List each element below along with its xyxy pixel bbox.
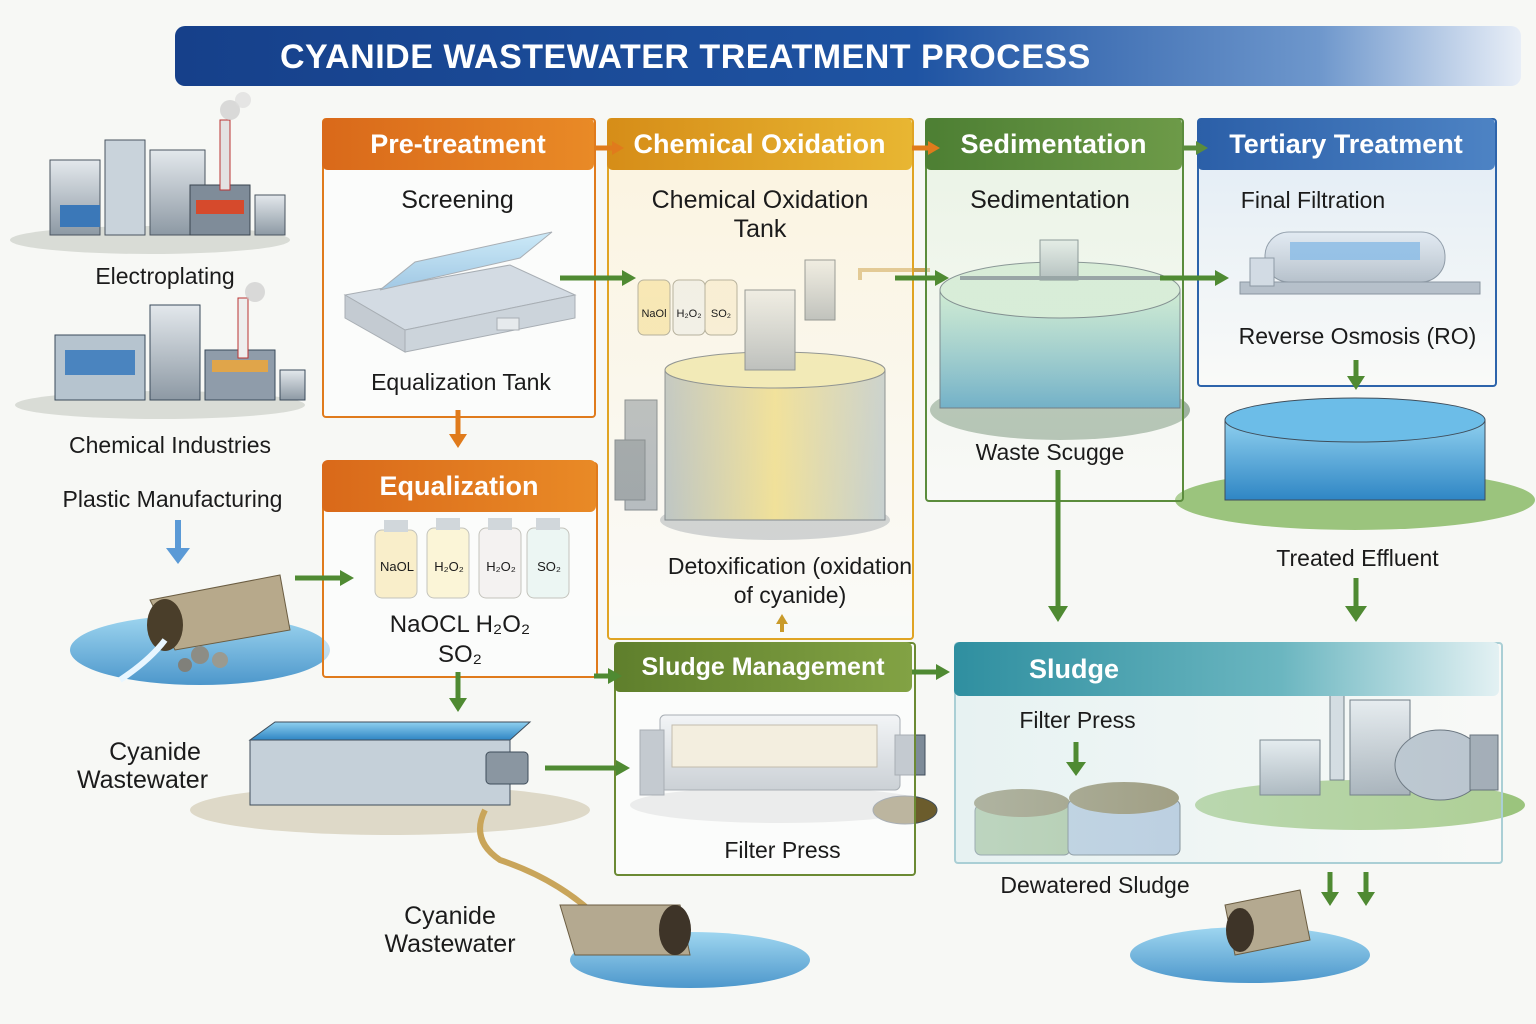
ox-bottle-label-3: SO₂ xyxy=(710,308,732,320)
oxidation-header: Chemical Oxidation xyxy=(607,118,912,170)
sludge-filter-press-label: Filter Press xyxy=(1019,707,1136,733)
arrow-head xyxy=(616,760,630,776)
arrow-head xyxy=(1196,141,1208,155)
wastewater-outlet-pipe-icon xyxy=(70,574,330,685)
treated-effluent-label: Treated Effluent xyxy=(1276,545,1439,571)
effluent-outlet-pipe-icon xyxy=(1130,889,1370,983)
title-bar xyxy=(175,26,1521,86)
reverse-osmosis-label: Reverse Osmosis (RO) xyxy=(1238,323,1477,349)
arrow-head xyxy=(1345,606,1367,622)
bottom-outlet-pipe-icon xyxy=(559,904,810,988)
sludge-header: Sludge xyxy=(954,642,1499,696)
source-plastic-manufacturing-label: Plastic Manufacturing xyxy=(62,486,283,512)
arrow-head xyxy=(1215,270,1229,286)
tertiary-header: Tertiary Treatment xyxy=(1197,118,1495,170)
arrow-head xyxy=(622,270,636,286)
pretreatment-header: Pre-treatment xyxy=(322,118,594,170)
arrow-head xyxy=(928,141,940,155)
arrow-head xyxy=(608,668,622,684)
equalization-chemicals-line1: NaOCL H₂O₂ xyxy=(389,611,531,638)
sedimentation-label: Sedimentation xyxy=(970,186,1130,214)
detoxification-label-line2: of cyanide) xyxy=(733,582,847,608)
cyanide-wastewater-bottom-line1: Cyanide xyxy=(404,902,496,930)
arrow-head xyxy=(166,548,190,564)
oxidation-tank-label-line1: Chemical Oxidation xyxy=(651,186,869,214)
arrow-head xyxy=(340,570,354,586)
arrow-head xyxy=(449,698,467,712)
arrow-head xyxy=(1048,606,1068,622)
dewatered-sludge-label: Dewatered Sludge xyxy=(1000,872,1190,898)
cyanide-wastewater-bottom-line2: Wastewater xyxy=(384,930,516,958)
eq-bottle-label-1: NaOL xyxy=(380,559,414,574)
oxidation-tank-label-line2: Tank xyxy=(733,215,787,243)
screening-label: Screening xyxy=(401,186,514,214)
arrow-head xyxy=(1347,376,1365,390)
arrow-head xyxy=(936,664,950,680)
sludge-management-header: Sludge Management xyxy=(614,642,912,692)
electroplating-factory-icon xyxy=(10,92,290,254)
detoxification-label-line1: Detoxification (oxidation xyxy=(667,553,913,579)
eq-bottle-label-3: H₂O₂ xyxy=(486,559,516,574)
arrow-head xyxy=(449,434,467,448)
eq-bottle-label-2: H₂O₂ xyxy=(434,559,464,574)
cyanide-wastewater-label-line1: Cyanide xyxy=(109,738,201,766)
source-chemical-industries-label: Chemical Industries xyxy=(69,432,271,458)
waste-sludge-label: Waste Scuɡge xyxy=(975,439,1125,465)
filter-press-label: Filter Press xyxy=(724,837,841,863)
final-filtration-label: Final Filtration xyxy=(1240,187,1386,213)
equalization-header: Equalization xyxy=(322,460,596,512)
equalization-chemicals-line2: SO₂ xyxy=(438,641,482,668)
chemical-industries-factory-icon xyxy=(15,282,306,419)
sedimentation-header: Sedimentation xyxy=(925,118,1182,170)
page-title: CYANIDE WASTEWATER TREATMENT PROCESS xyxy=(280,38,1091,76)
arrow-head xyxy=(1321,892,1339,906)
arrow-head xyxy=(935,270,949,286)
arrow-head xyxy=(1066,762,1086,776)
oxidation-section xyxy=(607,118,914,640)
equalization-tank-label: Equalization Tank xyxy=(371,369,551,395)
cyanide-wastewater-label-line2: Wastewater xyxy=(76,766,209,794)
wastewater-basin-icon xyxy=(190,721,603,923)
ox-bottle-label-2: H₂O₂ xyxy=(676,308,702,320)
treated-effluent-pool-icon xyxy=(1175,397,1535,530)
eq-bottle-label-4: SO₂ xyxy=(537,559,561,574)
arrow-head xyxy=(612,141,624,155)
source-electroplating-label: Electroplating xyxy=(95,263,235,289)
arrow-head xyxy=(1357,892,1375,906)
ox-bottle-label-1: NaOl xyxy=(641,308,667,320)
arrow-head xyxy=(776,614,788,624)
